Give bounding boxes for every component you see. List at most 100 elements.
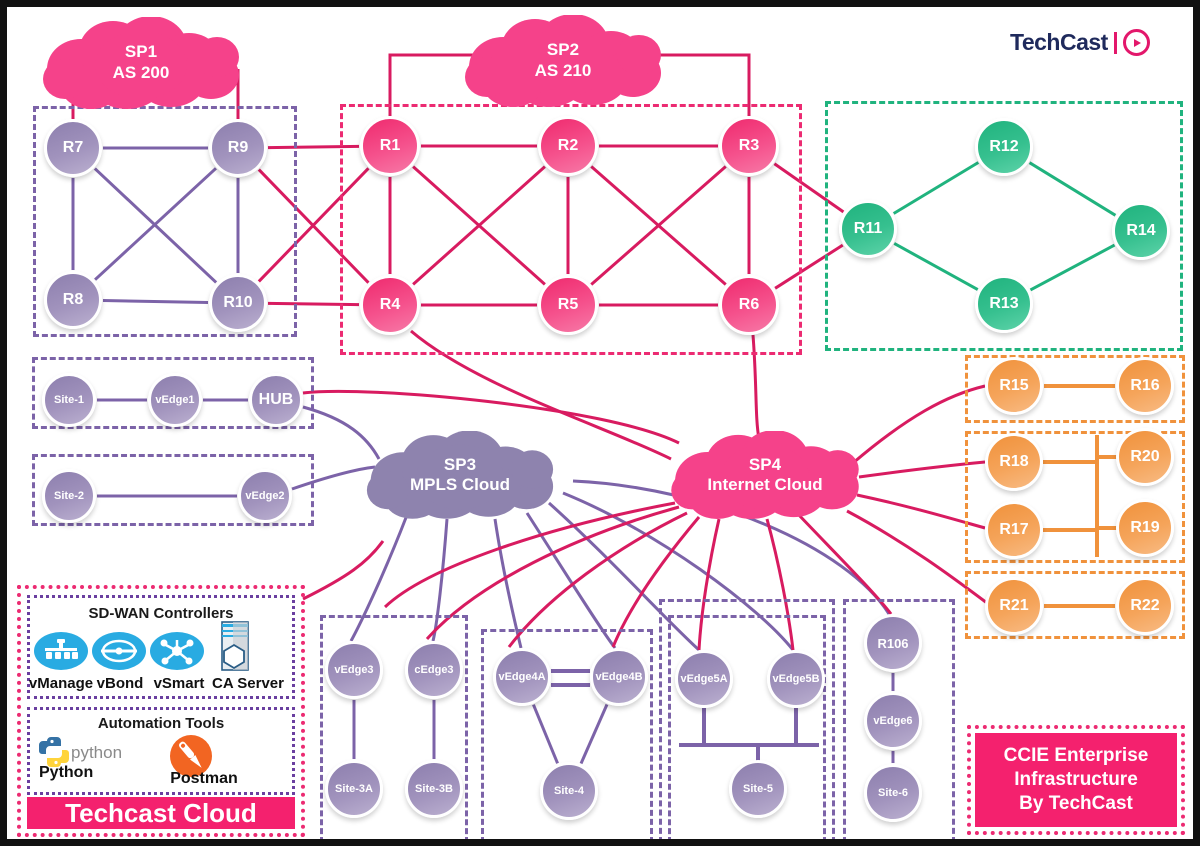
ccie-line-1: CCIE Enterprise [1003,744,1149,766]
node-label: R22 [1130,597,1160,614]
node-R17[interactable]: R17 [985,501,1043,559]
node-R1[interactable]: R1 [360,116,420,176]
node-Site-4[interactable]: Site-4 [540,762,598,820]
node-R9[interactable]: R9 [209,119,267,177]
logo-text: TechCast [1010,29,1108,55]
node-label: vEdge4B [595,670,643,683]
zone-green-asn [825,101,1183,351]
node-R106[interactable]: R106 [864,614,922,672]
node-cEdge3[interactable]: cEdge3 [405,641,463,699]
node-R20[interactable]: R20 [1116,428,1174,486]
node-label: R3 [738,137,760,154]
node-label: R20 [1130,448,1160,465]
node-label: R21 [999,597,1029,614]
zone-r21 [965,571,1185,639]
node-Site-6[interactable]: Site-6 [864,764,922,822]
node-Site-3B[interactable]: Site-3B [405,760,463,818]
postman-icon [167,732,215,785]
sdwan-controllers-title: SD-WAN Controllers [88,605,234,622]
node-label: R1 [379,137,401,154]
node-R4[interactable]: R4 [360,275,420,335]
node-R11[interactable]: R11 [839,200,897,258]
node-label: Site-1 [54,393,84,406]
zone-site2 [32,454,314,526]
node-label: vEdge3 [334,663,374,676]
node-vEdge2[interactable]: vEdge2 [238,469,292,523]
vmanage-icon [33,631,89,676]
node-Site-3A[interactable]: Site-3A [325,760,383,818]
node-label: vEdge2 [245,489,285,502]
link-R11-R13 [893,242,979,291]
node-label: vEdge1 [155,393,195,406]
node-vEdge4B[interactable]: vEdge4B [590,648,648,706]
ccie-banner: CCIE Enterprise Infrastructure By TechCa… [975,733,1177,827]
node-vEdge5A[interactable]: vEdge5A [675,650,733,708]
node-vEdge1[interactable]: vEdge1 [148,373,202,427]
link-R2-R4 [412,165,546,286]
python-icon: python [35,737,135,772]
node-vEdge5B[interactable]: vEdge5B [767,650,825,708]
link-R3-R11 [773,162,845,214]
ca-server-label: CA Server [212,675,284,692]
zone-sdwan [27,595,295,699]
node-R15[interactable]: R15 [985,357,1043,415]
automation-tools-title: Automation Tools [97,715,225,732]
node-R16[interactable]: R16 [1116,357,1174,415]
node-R18[interactable]: R18 [985,433,1043,491]
node-label: Site-6 [878,786,908,799]
node-label: R7 [62,139,84,156]
node-label: R8 [62,291,84,308]
node-Site-1[interactable]: Site-1 [42,373,96,427]
node-R12[interactable]: R12 [975,118,1033,176]
link-R13-R14 [1029,243,1116,292]
node-vEdge3[interactable]: vEdge3 [325,641,383,699]
node-R6[interactable]: R6 [719,275,779,335]
node-label: R6 [738,296,760,313]
link-R9-R1 [267,144,360,150]
node-R10[interactable]: R10 [209,274,267,332]
node-label: vEdge5A [680,672,728,685]
vsmart-icon [149,631,205,676]
link-vEdge4B-Site-4 [579,703,609,765]
vbond-label: vBond [96,675,144,692]
node-label: R19 [1130,519,1160,536]
node-R7[interactable]: R7 [44,119,102,177]
node-label: HUB [258,391,294,408]
vmanage-label: vManage [28,675,94,692]
node-R8[interactable]: R8 [44,271,102,329]
node-label: cEdge3 [414,663,454,676]
techcast-cloud-banner: Techcast Cloud [27,797,295,829]
zone-ccie [967,725,1185,835]
node-HUB[interactable]: HUB [249,373,303,427]
zone-techcast-outer [17,585,305,837]
node-vEdge6[interactable]: vEdge6 [864,692,922,750]
link-vEdge4A-Site-4 [532,704,559,764]
node-Site-5[interactable]: Site-5 [729,760,787,818]
node-label: R4 [379,296,401,313]
node-R22[interactable]: R22 [1116,577,1174,635]
python-label: Python [39,764,94,781]
node-R21[interactable]: R21 [985,577,1043,635]
node-label: R16 [1130,377,1160,394]
node-R3[interactable]: R3 [719,116,779,176]
node-label: R5 [557,296,579,313]
node-R13[interactable]: R13 [975,275,1033,333]
node-R19[interactable]: R19 [1116,499,1174,557]
node-R14[interactable]: R14 [1112,202,1170,260]
zone-site1 [32,357,314,429]
ccie-line-3: By TechCast [1019,793,1133,815]
node-Site-2[interactable]: Site-2 [42,469,96,523]
techcast-logo: TechCast [1010,29,1150,56]
link-layer [71,53,1117,765]
node-R2[interactable]: R2 [538,116,598,176]
zone-r17 [965,431,1185,563]
node-R5[interactable]: R5 [538,275,598,335]
node-vEdge4A[interactable]: vEdge4A [493,648,551,706]
postman-label: Postman [170,770,238,787]
ccie-line-2: Infrastructure [1014,768,1138,790]
